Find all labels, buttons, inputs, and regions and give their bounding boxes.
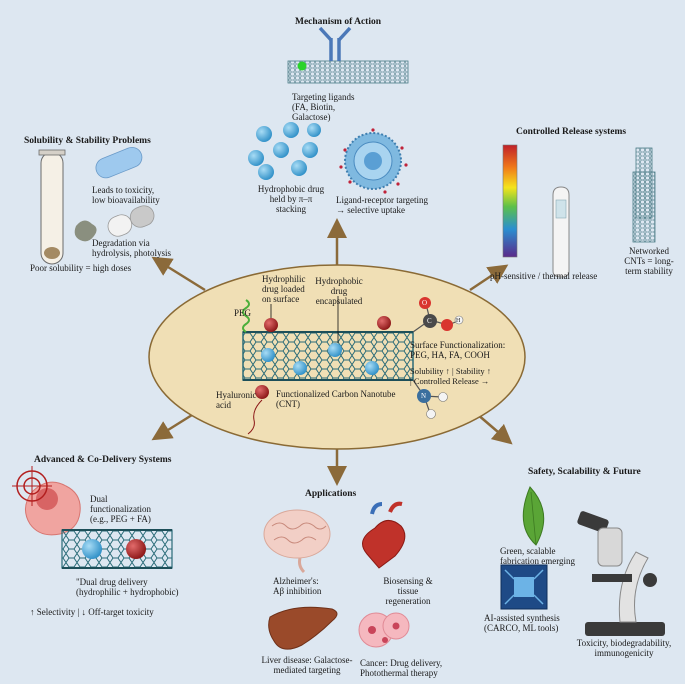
hydrogen-atom <box>426 409 436 419</box>
nitrogen-atom <box>417 389 431 403</box>
targeting-ligands-label: Targeting ligands (FA, Biotin, Galactose… <box>292 92 355 122</box>
controlled-release-title: Controlled Release systems <box>516 127 627 137</box>
toxicity-biodegradability-label: Toxicity, biodegradability, immunogenici… <box>576 638 672 658</box>
receptor-targeting-label: Ligand-receptor targeting → selective up… <box>336 195 429 215</box>
atom-c-label: C <box>427 317 432 325</box>
leaf-illustration <box>522 486 545 546</box>
selectivity-label: ↑ Selectivity | ↓ Off-target toxicity <box>30 607 154 617</box>
liver-illustration <box>268 606 338 650</box>
peg-chain <box>242 299 250 333</box>
codelivery-cnt <box>61 529 173 569</box>
surface-drug <box>255 385 269 399</box>
peg-label: PEG <box>234 308 252 318</box>
hydrogen-atom <box>438 392 448 402</box>
microscope-illustration <box>577 511 665 636</box>
pi-stacking-label: Hydrophobic drug held by π–π stacking <box>257 184 325 214</box>
heart-illustration <box>362 501 406 569</box>
surface-drug <box>377 316 391 330</box>
thermometer-illustration <box>552 186 570 278</box>
ha-chain <box>247 399 263 435</box>
receptor-cell <box>339 128 408 194</box>
brain-illustration <box>263 509 331 574</box>
ai-chip-illustration <box>500 564 548 610</box>
encapsulated-drug <box>365 361 379 375</box>
degradation-label: Degradation via hydrolysis, photolysis <box>92 238 172 258</box>
liver-disease-label: Liver disease: Galactose- mediated targe… <box>261 655 353 675</box>
arrow-upper-left <box>151 256 206 292</box>
test-tube-illustration <box>38 149 66 265</box>
dual-functionalization-label: Dual functionalization (e.g., PEG + FA) <box>90 494 151 524</box>
benefits-label: Solubility ↑ | Stability ↑ | Controlled … <box>410 366 492 386</box>
advanced-title: Advanced & Co-Delivery Systems <box>34 455 172 465</box>
atom-o-label: O <box>422 299 428 307</box>
ligand-dot <box>297 61 307 71</box>
green-fabrication-label: Green, scalable fabrication emerging <box>500 546 576 566</box>
safety-title: Safety, Scalability & Future <box>528 467 641 477</box>
encapsulated-drug <box>293 361 307 375</box>
encapsulated-drug <box>328 343 342 357</box>
oxygen-atom <box>441 319 453 331</box>
hydrophilic-label: Hydrophilic drug loaded on surface <box>262 274 306 304</box>
ph-thermal-label: pH-sensitive / thermal release <box>490 271 598 281</box>
antibody-cnt-illustration <box>287 26 409 84</box>
hydrophobic-label: Hydrophobic drug encapsulated <box>315 276 363 306</box>
networked-cnt-label: Networked CNTs = long- term stability <box>624 246 674 276</box>
target-cell-illustration <box>12 466 81 536</box>
encapsulated-drug <box>261 348 275 362</box>
poor-solubility-label: Poor solubility = high doses <box>30 263 132 273</box>
arrow-upper-right <box>469 264 509 292</box>
alzheimer-label: Alzheimer's: Aβ inhibition <box>273 576 322 596</box>
carbon-atom <box>423 314 437 328</box>
atom-n-label: N <box>421 392 427 400</box>
surface-drug <box>264 318 278 332</box>
solubility-title: Solubility & Stability Problems <box>24 136 151 146</box>
oxygen-atom <box>419 297 431 309</box>
cnt-label: Functionalized Carbon Nanotube (CNT) <box>276 389 396 409</box>
hydrogen-atom <box>454 315 464 325</box>
dual-drug-delivery-label: "Dual drug delivery (hydrophilic + hydro… <box>76 577 179 597</box>
toxicity-label: Leads to toxicity, low bioavailability <box>92 185 160 205</box>
atom-h-label: H <box>456 318 461 324</box>
cancer-label: Cancer: Drug delivery, Photothermal ther… <box>360 658 443 678</box>
ai-synthesis-label: AI-assisted synthesis (CARCO, ML tools) <box>484 613 560 633</box>
pill-fragment <box>74 220 97 242</box>
ph-gradient-bar <box>502 144 518 258</box>
pi-stacking-drugs <box>248 122 321 180</box>
hyaluronic-acid-label: Hyaluronic acid <box>216 390 257 410</box>
networked-cnt-illustration <box>632 147 656 243</box>
capsule-illustrations <box>74 146 155 242</box>
cancer-cells-illustration <box>358 612 410 648</box>
surface-functionalization-label: Surface Functionalization: PEG, HA, FA, … <box>410 340 506 360</box>
applications-title: Applications <box>305 489 357 499</box>
biosensing-label: Biosensing & tissue regeneration <box>383 576 433 606</box>
central-cnt <box>242 296 464 435</box>
mechanism-title: Mechanism of Action <box>294 17 382 27</box>
